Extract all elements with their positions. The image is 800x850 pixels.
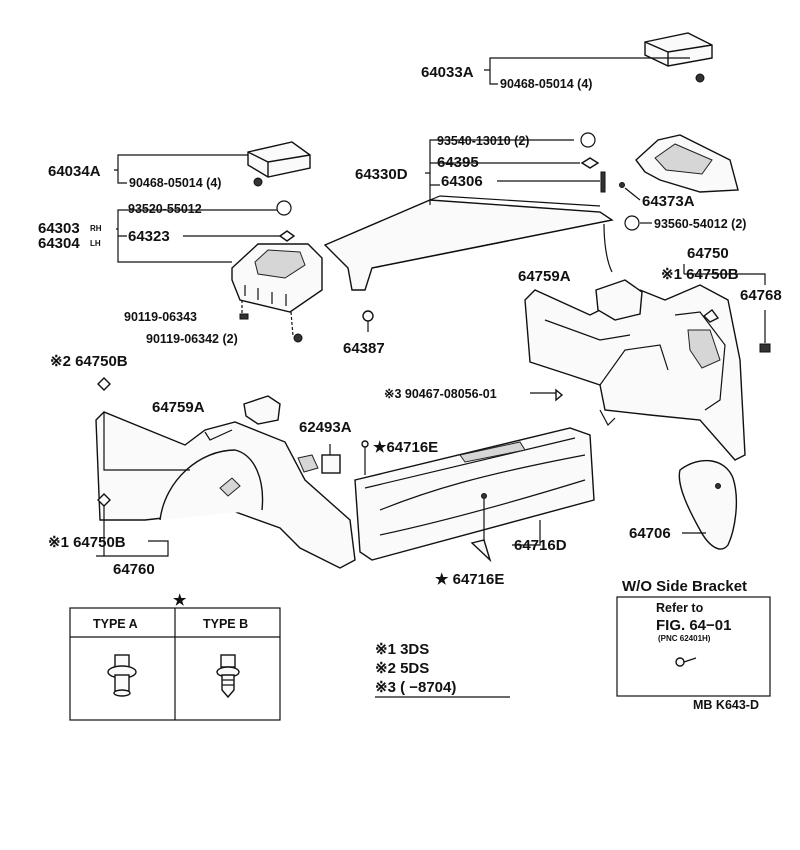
refer-line-3: (PNC 62401H)	[658, 634, 711, 643]
label-64760: 64760	[113, 561, 155, 578]
type-b-label: TYPE B	[203, 617, 248, 631]
label-64716E-top: ★64716E	[373, 439, 438, 456]
label-90119-06343: 90119-06343	[124, 310, 197, 324]
trim-64750	[524, 284, 746, 461]
note-5ds: ※2 5DS	[375, 660, 429, 677]
label-64304: 64304	[38, 235, 80, 252]
star-symbol: ★	[173, 592, 187, 609]
label-64303: 64303	[38, 220, 80, 237]
refer-line-1: Refer to	[656, 601, 704, 615]
label-64750: 64750	[687, 245, 729, 262]
trim-64716D	[354, 427, 595, 561]
label-64387: 64387	[343, 340, 385, 357]
side-bracket-box	[616, 596, 771, 697]
shelf-64330D	[323, 195, 614, 291]
label-64759A-left: 64759A	[152, 399, 205, 416]
label-62493A: 62493A	[299, 419, 352, 436]
label-64706: 64706	[629, 525, 671, 542]
label-93520-55012: 93520-55012	[128, 202, 202, 216]
leader-64034A	[114, 154, 248, 184]
label-90468-05014-top: 90468-05014 (4)	[500, 77, 592, 91]
diagram-code: MB K643-D	[693, 698, 759, 712]
cover-64759A-right	[595, 279, 643, 321]
label-64395: 64395	[437, 154, 479, 171]
label-93540-13010: 93540-13010 (2)	[437, 134, 529, 148]
label-64033A: 64033A	[421, 64, 474, 81]
tag-lh: LH	[90, 239, 101, 248]
clip-62401H	[675, 657, 697, 667]
bracket-64373A	[635, 134, 739, 193]
note-3ds: ※1 3DS	[375, 641, 429, 658]
label-64716D: 64716D	[514, 537, 567, 554]
label-64306: 64306	[441, 173, 483, 190]
leader-64303	[116, 209, 280, 263]
label-64750B-5ds: ※2 64750B	[50, 353, 128, 370]
cover-64759A-left	[243, 395, 281, 425]
side-bracket-title: W/O Side Bracket	[622, 578, 747, 595]
label-90467-08056: ※3 90467-08056-01	[384, 387, 497, 401]
label-64323: 64323	[128, 228, 170, 245]
cap-64034A	[247, 141, 311, 187]
label-93560-54012: 93560-54012 (2)	[654, 217, 746, 231]
refer-line-2: FIG. 64−01	[656, 617, 731, 634]
label-64750B-right: ※1 64750B	[661, 266, 739, 283]
label-64330D: 64330D	[355, 166, 408, 183]
fastener-type-table	[69, 607, 281, 721]
label-64373A: 64373A	[642, 193, 695, 210]
clip-64387	[362, 310, 374, 332]
label-90119-06342: 90119-06342 (2)	[146, 332, 238, 346]
pad-64706	[678, 459, 738, 550]
label-64750B-3ds: ※1 64750B	[48, 534, 126, 551]
leader-64033A	[484, 57, 690, 85]
type-a-label: TYPE A	[93, 617, 138, 631]
label-90468-05014-left: 90468-05014 (4)	[129, 176, 221, 190]
trim-64760	[95, 411, 356, 569]
label-64768: 64768	[740, 287, 782, 304]
leader-64330D	[425, 139, 600, 205]
label-64716E-bottom: ★ 64716E	[435, 571, 504, 588]
bracket-64323	[231, 243, 323, 313]
label-64034A: 64034A	[48, 163, 101, 180]
note-8704: ※3 ( −8704)	[375, 679, 456, 696]
tag-rh: RH	[90, 224, 102, 233]
label-64759A-right: 64759A	[518, 268, 571, 285]
